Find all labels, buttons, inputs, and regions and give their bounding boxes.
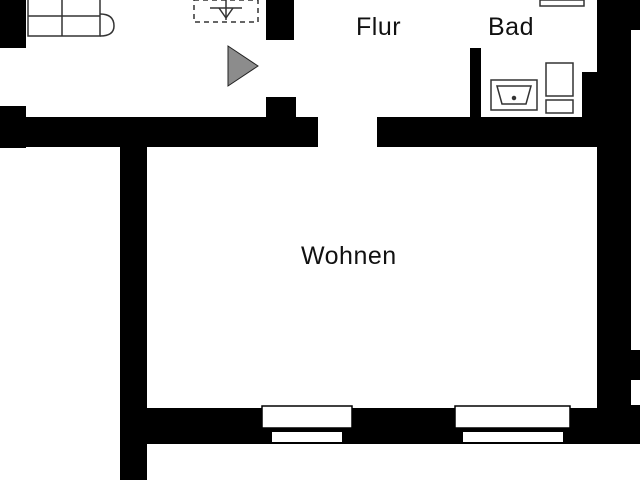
wall-right-thin: [631, 0, 640, 30]
wall-horizontal-right: [377, 117, 610, 147]
staircase-icon: [193, 0, 259, 23]
room-label-wohnen: Wohnen: [301, 242, 397, 270]
wall-bad-left: [470, 48, 481, 118]
sink-icon: [490, 79, 538, 111]
wall-right-outer: [597, 0, 631, 440]
window-left: [261, 405, 353, 429]
wall-partition-stub: [266, 97, 296, 119]
window-right: [454, 405, 571, 429]
wall-horizontal-left: [0, 117, 318, 147]
room-label-bad: Bad: [488, 13, 534, 41]
triangle-right-icon: [227, 45, 259, 87]
fixture-top-right: [539, 0, 585, 7]
sofa-icon: [27, 0, 115, 37]
wall-upper-partition: [266, 0, 294, 40]
window-right-sill: [463, 432, 563, 442]
lower-floor-strip: [160, 444, 640, 480]
window-left-sill: [272, 432, 342, 442]
wall-top-left-stub: [0, 0, 26, 48]
wall-right-notch: [631, 350, 640, 380]
windows: [261, 405, 571, 442]
toilet-icon: [545, 62, 574, 114]
room-label-flur: Flur: [356, 13, 402, 41]
